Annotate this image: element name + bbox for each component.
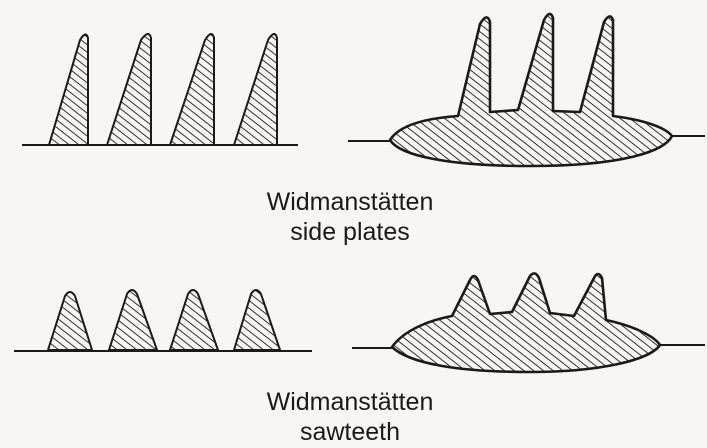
primary-side-plates (22, 34, 298, 145)
secondary-sawteeth (352, 273, 705, 372)
sawtooth (170, 290, 218, 350)
caption-sawteeth-line2: sawteeth (30, 417, 670, 447)
caption-side-plates: Widmanstätten side plates (30, 187, 670, 247)
side-plate (107, 34, 151, 145)
allotriomorph-with-plates (390, 14, 672, 166)
sawtooth (48, 292, 92, 350)
side-plate (170, 34, 214, 145)
caption-side-plates-line1: Widmanstätten (30, 187, 670, 217)
caption-side-plates-line2: side plates (30, 217, 670, 247)
side-plate (49, 34, 88, 145)
sawtooth (234, 290, 280, 350)
allotriomorph-with-teeth (392, 273, 660, 372)
sawtooth (109, 290, 157, 350)
side-plate (234, 34, 277, 145)
secondary-side-plates (348, 14, 705, 166)
caption-sawteeth-line1: Widmanstätten (30, 387, 670, 417)
caption-sawteeth: Widmanstätten sawteeth (30, 387, 670, 447)
primary-sawteeth (14, 290, 312, 351)
